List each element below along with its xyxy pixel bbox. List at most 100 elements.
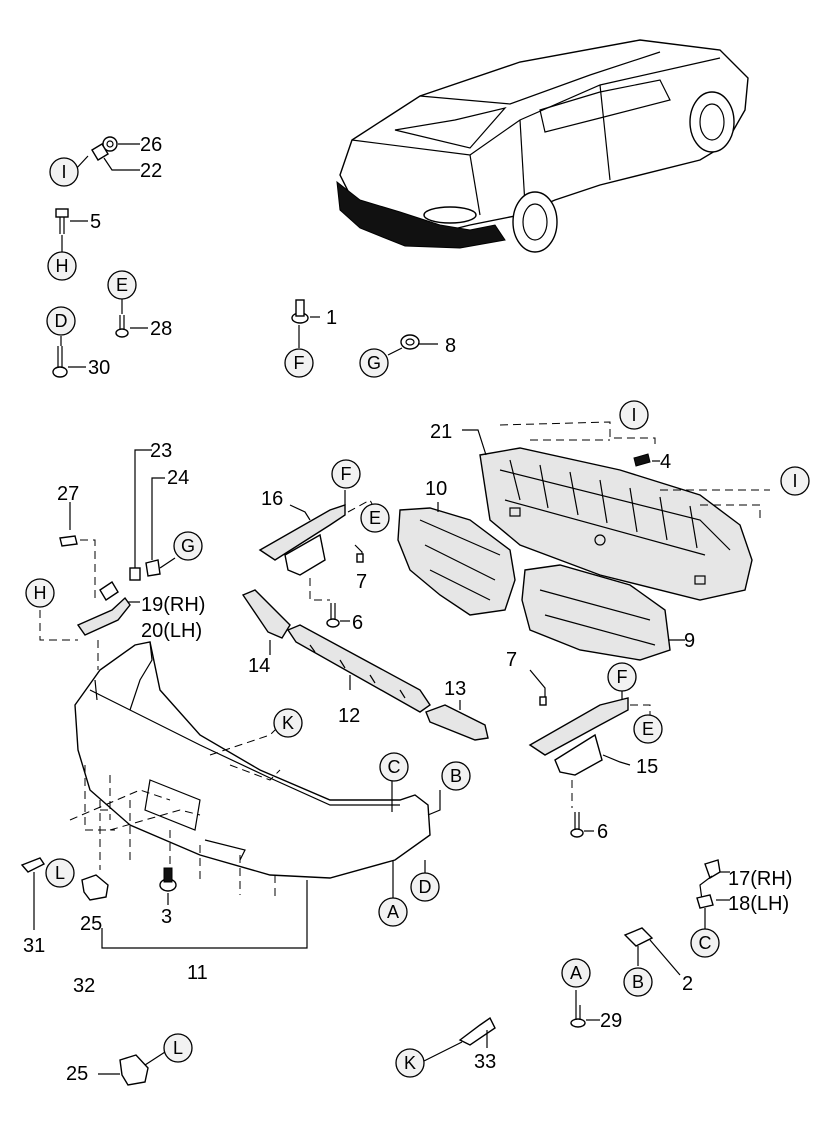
bumper-bracket-13 (425, 704, 489, 741)
callout-13: 13 (444, 678, 466, 700)
clip-17-18 (696, 859, 721, 909)
screw-27 (59, 535, 78, 547)
callout-23: 23 (150, 440, 172, 462)
callout-12: 12 (338, 705, 360, 727)
svg-text:H: H (56, 256, 69, 276)
ref-bubble-B-1: B (441, 761, 471, 791)
callout-16: 16 (261, 488, 283, 510)
car-illustration (336, 39, 749, 253)
callout-6-lower: 6 (597, 821, 608, 843)
energy-absorber-10 (397, 507, 516, 616)
callout-17: 17(RH) (728, 868, 792, 890)
ref-bubble-K-1: K (273, 708, 303, 738)
side-bracket-15 (528, 697, 629, 776)
svg-text:I: I (792, 471, 797, 491)
ref-bubble-G-2: G (173, 531, 203, 561)
callout-26: 26 (140, 134, 162, 156)
ref-bubble-L-2: L (163, 1033, 193, 1063)
side-bracket-16 (258, 504, 346, 576)
ref-bubble-A-1: A (378, 897, 408, 927)
callout-5: 5 (90, 211, 101, 233)
callout-15: 15 (636, 756, 658, 778)
bumper-bracket-14 (241, 589, 291, 639)
callout-20: 20(LH) (141, 620, 202, 642)
ref-bubble-C-2: C (690, 928, 720, 958)
push-clip-24 (145, 559, 161, 577)
svg-text:H: H (34, 583, 47, 603)
callout-7-upper: 7 (356, 571, 367, 593)
callout-27: 27 (57, 483, 79, 505)
screw-30 (52, 346, 68, 378)
callout-25-detail: 25 (66, 1063, 88, 1085)
ref-bubble-B-2: B (623, 967, 653, 997)
callout-30: 30 (88, 357, 110, 379)
ref-bubble-F-1: F (284, 348, 314, 378)
svg-text:B: B (450, 766, 462, 786)
ref-bubble-C-1: C (379, 752, 409, 782)
svg-text:G: G (181, 536, 195, 556)
clip-2 (623, 927, 654, 947)
callout-1: 1 (326, 307, 337, 329)
svg-text:C: C (388, 757, 401, 777)
svg-text:K: K (282, 713, 294, 733)
callout-6-upper: 6 (352, 612, 363, 634)
callout-21: 21 (430, 421, 452, 443)
svg-text:D: D (55, 311, 68, 331)
ref-bubble-I-2: I (619, 400, 649, 430)
callout-9: 9 (684, 630, 695, 652)
screw-28 (115, 315, 129, 338)
ref-bubble-E-2: E (360, 503, 390, 533)
svg-text:F: F (617, 667, 628, 687)
bolt-6-upper (326, 603, 340, 628)
callout-18: 18(LH) (728, 893, 789, 915)
svg-text:L: L (55, 863, 65, 883)
callout-7-lower: 7 (506, 649, 517, 671)
svg-text:F: F (341, 464, 352, 484)
callout-10: 10 (425, 478, 447, 500)
callout-14: 14 (248, 655, 270, 677)
svg-text:B: B (632, 972, 644, 992)
ref-bubble-F-3: F (607, 662, 637, 692)
callout-3: 3 (161, 906, 172, 928)
ref-bubble-G-1: G (359, 348, 389, 378)
svg-text:I: I (61, 162, 66, 182)
ref-bubble-H-1: H (47, 251, 77, 281)
fastener-nut-22 (91, 143, 109, 161)
screw-1 (291, 299, 309, 324)
ref-bubble-K-2: K (395, 1048, 425, 1078)
svg-text:E: E (116, 275, 128, 295)
retainer-25-detail (119, 1054, 149, 1086)
callout-2: 2 (682, 973, 693, 995)
ref-bubble-E-3: E (633, 714, 663, 744)
callout-labels: 26 22 5 28 30 1 8 21 4 23 24 27 10 16 7 … (23, 134, 792, 1085)
bolt-6-lower (570, 812, 584, 838)
ref-bubble-I-1: I (49, 157, 79, 187)
ref-bubble-A-2: A (561, 958, 591, 988)
callout-19: 19(RH) (141, 594, 205, 616)
ref-bubble-H-2: H (25, 578, 55, 608)
callout-4: 4 (660, 451, 671, 473)
screw-33 (458, 1016, 496, 1046)
callout-8: 8 (445, 335, 456, 357)
callout-32: 32 (73, 975, 95, 997)
svg-text:K: K (404, 1053, 416, 1073)
svg-text:A: A (570, 963, 582, 983)
screw-4 (633, 453, 651, 467)
callout-33: 33 (474, 1051, 496, 1073)
reference-bubbles: I H E D F G I I F E G H F E K C B L D A … (25, 157, 810, 1078)
ref-bubble-I-3: I (780, 466, 810, 496)
callout-31: 31 (23, 935, 45, 957)
svg-text:E: E (369, 508, 381, 528)
ref-bubble-D-1: D (46, 306, 76, 336)
retainer-25-lower (81, 874, 109, 901)
ref-bubble-D-2: D (410, 872, 440, 902)
screw-31 (20, 857, 46, 873)
svg-text:D: D (419, 877, 432, 897)
svg-text:C: C (699, 933, 712, 953)
clip-3 (159, 867, 177, 892)
svg-text:I: I (631, 405, 636, 425)
plug-8 (400, 334, 420, 350)
callout-28: 28 (150, 318, 172, 340)
screw-29 (570, 1005, 586, 1028)
